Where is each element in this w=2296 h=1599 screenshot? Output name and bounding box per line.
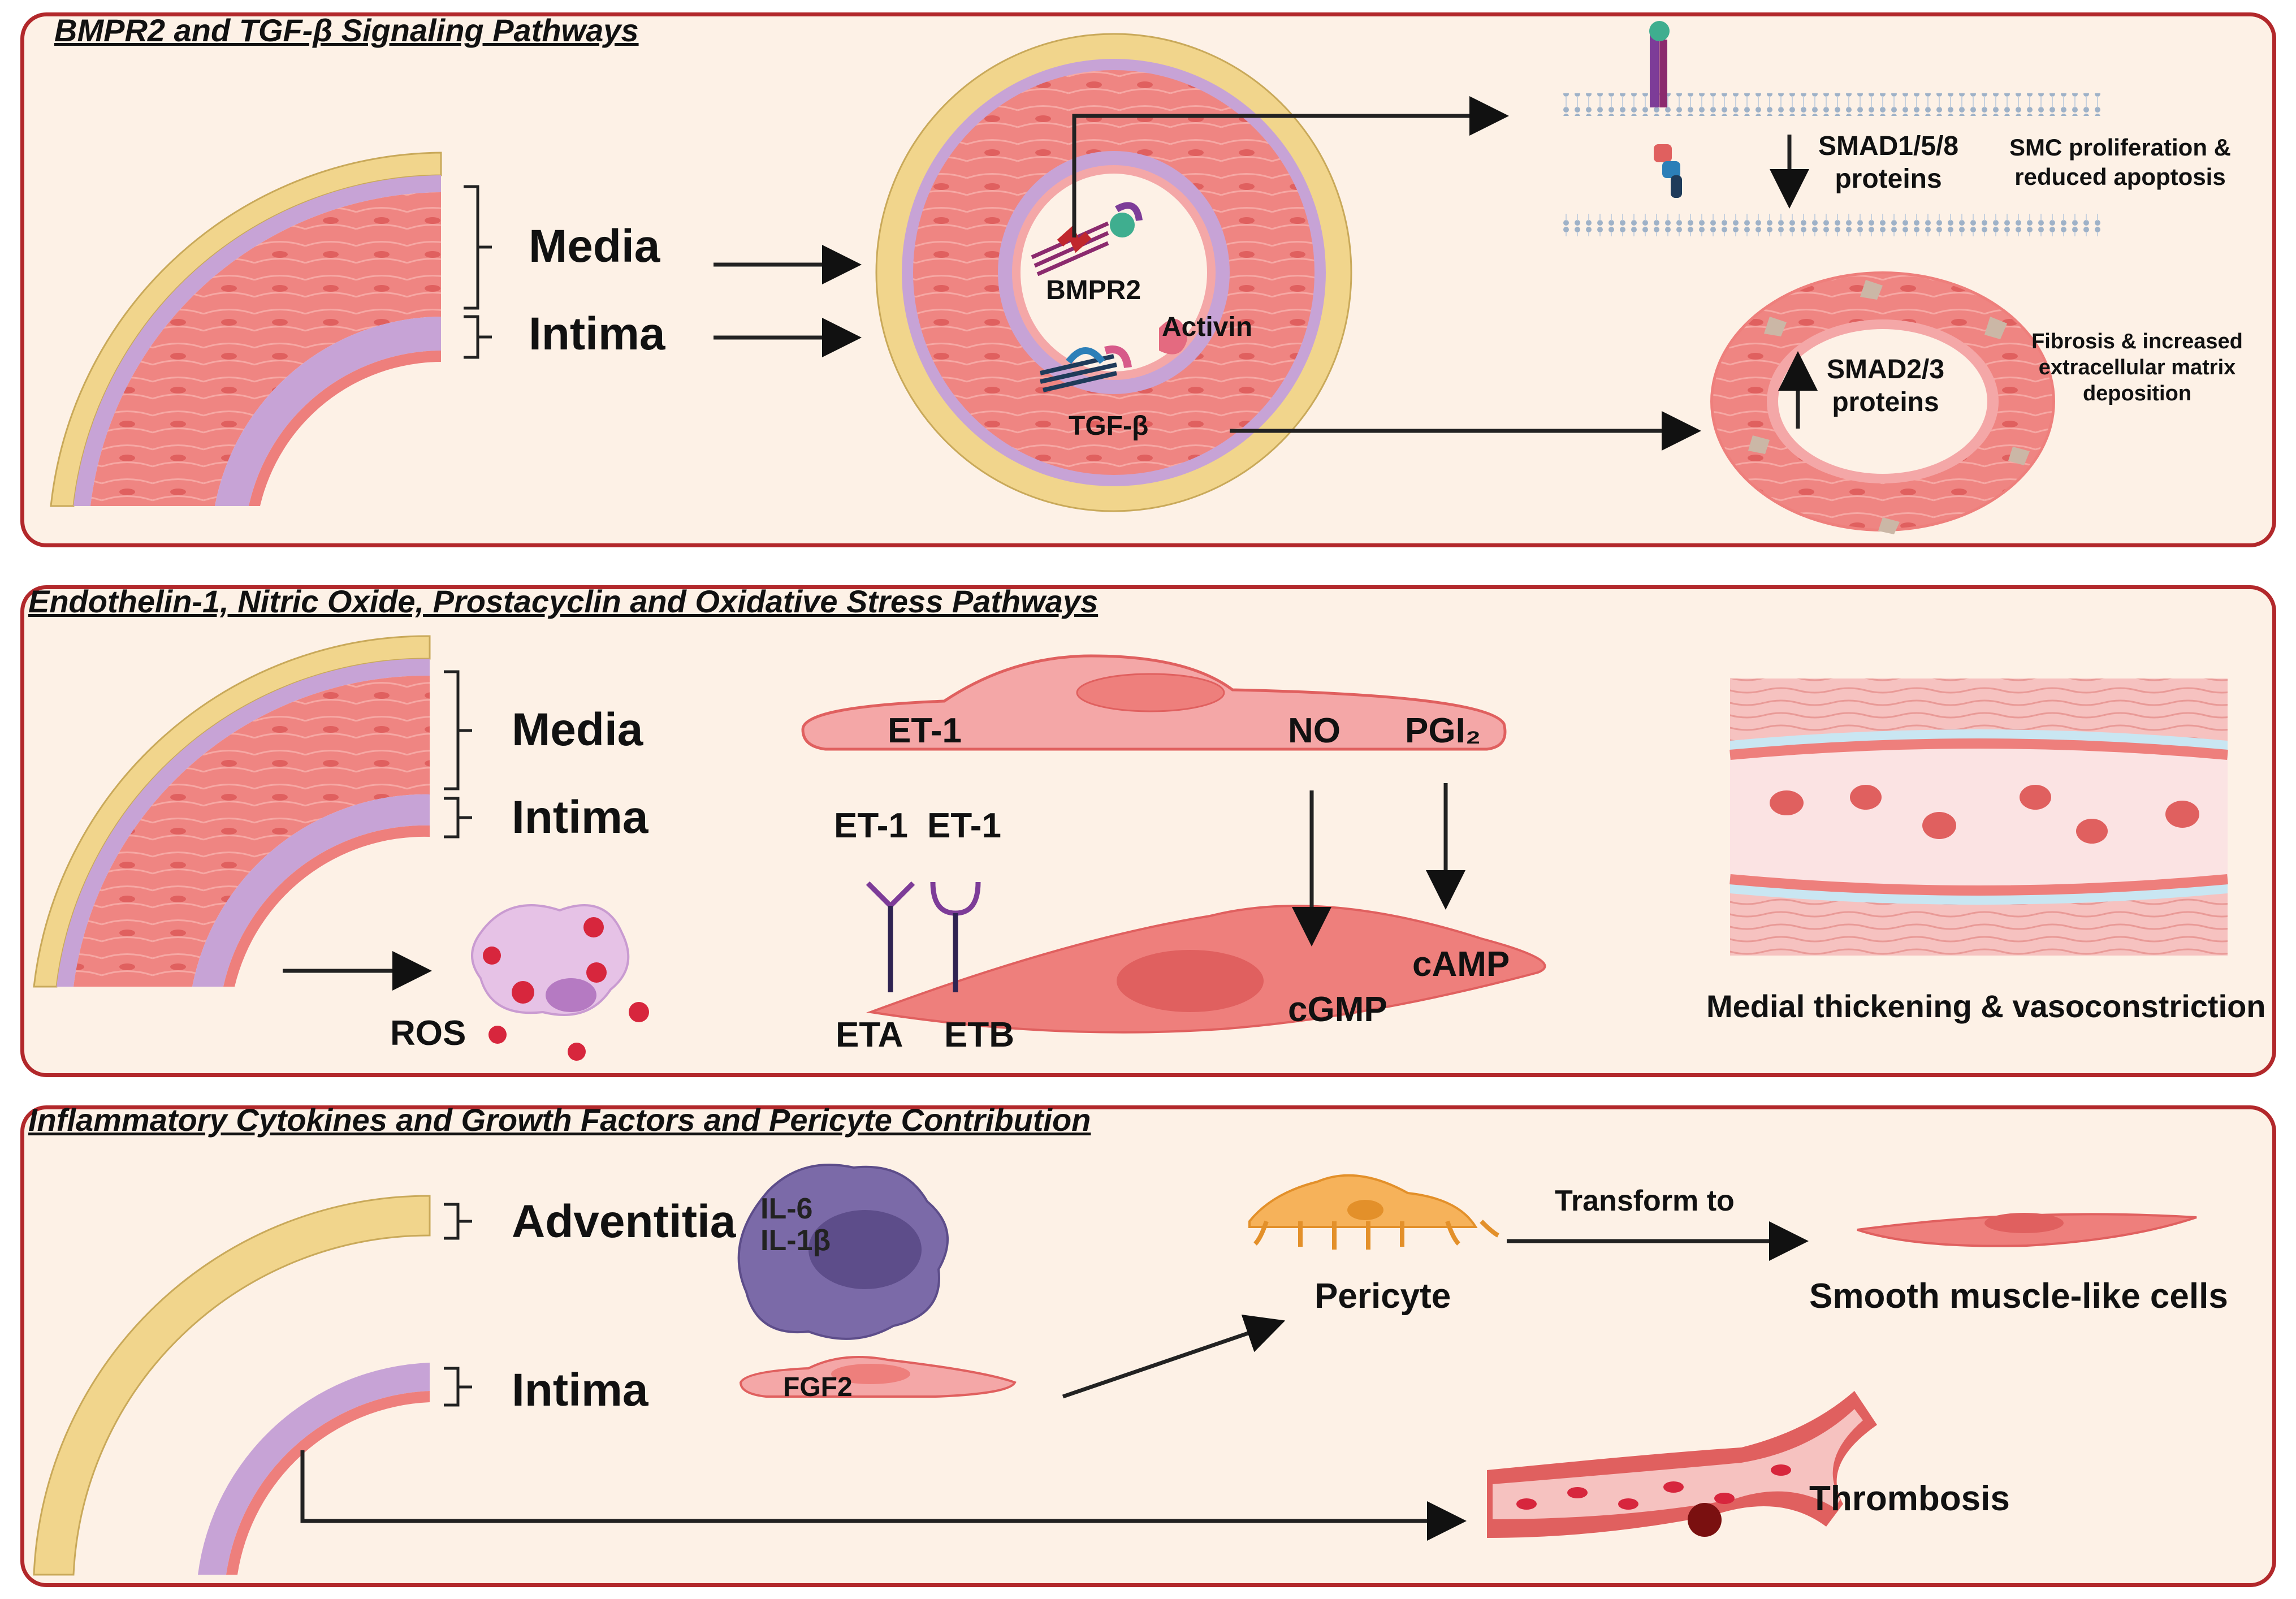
- et1-cell-label: ET-1: [888, 711, 962, 750]
- intima-label: Intima: [512, 792, 648, 843]
- smc-proliferation-label: SMC proliferation & reduced apoptosis: [1990, 136, 2250, 189]
- pericyte-icon: [1248, 1174, 1499, 1250]
- panel-title: Endothelin-1, Nitric Oxide, Prostacyclin…: [28, 584, 1099, 619]
- bmpr2-label: BMPR2: [1046, 275, 1141, 305]
- fibrosis-label: Fibrosis & increased extracellular matri…: [2018, 331, 2256, 404]
- panel-cytokines-pericyte: [20, 1105, 2276, 1587]
- tgfb-receptor-icon: [1040, 345, 1132, 392]
- smad158-label: SMAD1/5/8 proteins: [1798, 133, 1979, 193]
- arrow-bmpr2-path: [1072, 96, 1509, 237]
- cell-membrane-top: [1560, 93, 2103, 116]
- arrow-to-pericyte: [1062, 1315, 1286, 1399]
- panel-title: Inflammatory Cytokines and Growth Factor…: [28, 1102, 1091, 1138]
- smooth-muscle-like-cell-icon: [1857, 1213, 2197, 1247]
- activin-ligand-icon: [1159, 319, 1187, 355]
- bmpr2-receptor-icon: [1031, 202, 1143, 276]
- membrane-receptor-icon: [1649, 21, 1670, 107]
- cell-membrane-bottom: [1560, 214, 2103, 236]
- smad23-label-line1: SMAD2/3: [1826, 355, 1945, 384]
- transform-to-label: Transform to: [1555, 1185, 1735, 1217]
- smc-label-line2: reduced apoptosis: [2014, 163, 2226, 190]
- thrombosis-label: Thrombosis: [1809, 1479, 2010, 1518]
- media-label: Media: [512, 704, 643, 755]
- fibrotic-vessel-icon: [1710, 271, 2055, 534]
- smad23-label-line2: proteins: [1832, 387, 1939, 417]
- vessel-cross-section: [875, 33, 1352, 512]
- vessel-wall-arc: [50, 152, 442, 507]
- smad158-label-line2: proteins: [1835, 164, 1942, 194]
- eta-receptor-icon: [866, 881, 915, 992]
- media-bracket: [464, 185, 492, 310]
- pgi2-label: PGI₂: [1405, 711, 1481, 750]
- fibrosis-label-line2: extracellular matrix: [2038, 356, 2236, 379]
- arrow-to-thrombosis: [300, 1450, 1467, 1541]
- panel-title: BMPR2 and TGF-β Signaling Pathways: [54, 12, 639, 48]
- adventitia-bracket: [444, 1203, 472, 1240]
- media-bracket: [444, 670, 472, 790]
- fibrosis-label-line1: Fibrosis & increased: [2031, 330, 2243, 353]
- activin-label: Activin: [1162, 312, 1253, 342]
- endothelial-nucleus: [1076, 673, 1225, 712]
- camp-label: cAMP: [1412, 945, 1510, 984]
- intima-bracket: [464, 315, 492, 359]
- cgmp-label: cGMP: [1288, 990, 1387, 1029]
- et1-ligand-label-b: ET-1: [927, 806, 1001, 845]
- tgf-beta-label: TGF-β: [1069, 411, 1149, 441]
- etb-receptor-icon: [930, 881, 981, 992]
- smc-label-line1: SMC proliferation &: [2009, 134, 2231, 161]
- intima-bracket: [444, 797, 472, 839]
- intima-label: Intima: [512, 1364, 648, 1416]
- smad23-label: SMAD2/3 proteins: [1795, 356, 1976, 416]
- vessel-wall-arc: [33, 1195, 431, 1576]
- smad158-label-line1: SMAD1/5/8: [1818, 131, 1959, 161]
- fibrosis-label-line3: deposition: [2082, 382, 2192, 405]
- vessel-wall-arc: [33, 635, 431, 988]
- media-label: Media: [529, 221, 660, 272]
- thrombosis-vessel-icon: [1487, 1391, 1877, 1538]
- smc-nucleus: [1117, 950, 1264, 1012]
- ros-label: ROS: [390, 1014, 466, 1053]
- pericyte-label: Pericyte: [1315, 1277, 1451, 1316]
- fibroblast-fgf2-icon: [739, 1356, 1017, 1398]
- il1b-label: IL-1β: [760, 1224, 831, 1257]
- smad-complex-icon: [1654, 144, 1682, 198]
- smooth-muscle-like-cells-label: Smooth muscle-like cells: [1809, 1277, 2228, 1316]
- no-label: NO: [1288, 711, 1341, 750]
- fgf2-label: FGF2: [783, 1372, 853, 1402]
- il6-label: IL-6: [760, 1192, 813, 1225]
- medial-thickening-label: Medial thickening & vasoconstriction: [1706, 988, 2266, 1024]
- macrophage-icon: [737, 1164, 949, 1340]
- eta-label: ETA: [836, 1015, 903, 1055]
- et1-ligand-label-a: ET-1: [834, 806, 908, 845]
- adventitia-label: Adventitia: [512, 1196, 736, 1247]
- ros-cell-icon: [471, 904, 649, 1061]
- etb-label: ETB: [944, 1015, 1014, 1055]
- intima-bracket: [444, 1367, 472, 1407]
- thickened-vessel-icon: [1729, 679, 2228, 956]
- intima-label: Intima: [529, 308, 665, 360]
